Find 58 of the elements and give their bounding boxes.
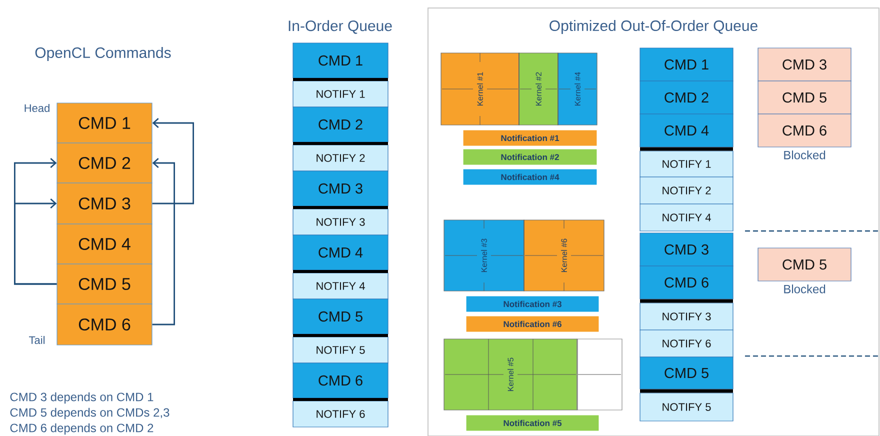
arrow [152,118,194,204]
notification-bar: Notification #2 [462,148,598,166]
notify-cell: NOTIFY 4 [640,204,734,232]
command-cell: CMD 4 [640,114,734,148]
notify-cell: NOTIFY 5 [640,392,734,422]
note-text: CMD 6 depends on CMD 2 [10,423,154,435]
blocked-cell: CMD 5 [758,248,852,282]
end-label: Head [24,104,50,112]
kernel-block: Kernel #1 [440,52,520,126]
status-label: Blocked [784,284,826,294]
blocked-cell: CMD 6 [758,114,852,148]
notification-bar: Notification #6 [466,316,600,332]
notify-cell: NOTIFY 6 [640,330,734,358]
blocked-cell: CMD 3 [758,48,852,82]
notify-cell: NOTIFY 3 [640,302,734,330]
command-cell: CMD 1 [56,102,152,144]
command-cell: CMD 2 [640,80,734,114]
command-cell: CMD 3 [292,170,388,206]
notify-cell: NOTIFY 5 [292,336,388,364]
command-cell: CMD 6 [292,362,388,398]
note-text: CMD 3 depends on CMD 1 [10,392,154,404]
kernel-block: Kernel #6 [524,220,604,292]
notify-cell: NOTIFY 1 [292,80,388,108]
arrow [152,158,175,326]
command-cell: CMD 2 [56,142,152,184]
command-cell: CMD 3 [640,232,734,266]
command-cell: CMD 4 [292,234,388,270]
notify-cell: NOTIFY 1 [640,150,734,178]
notify-cell: NOTIFY 2 [640,176,734,204]
notification-bar: Notification #4 [462,168,598,186]
command-cell: CMD 6 [56,304,152,346]
note-text: CMD 5 depends on CMDs 2,3 [10,408,170,420]
notify-cell: NOTIFY 3 [292,208,388,236]
command-cell: CMD 3 [56,182,152,224]
kernel-block: Kernel #5 [444,338,578,410]
command-cell: CMD 5 [640,356,734,390]
notify-cell: NOTIFY 6 [292,400,388,428]
command-cell: CMD 1 [640,48,734,82]
command-cell: CMD 6 [640,266,734,300]
command-cell: CMD 1 [292,42,388,78]
arrow [14,198,57,285]
command-cell: CMD 4 [56,224,152,264]
notify-cell: NOTIFY 2 [292,144,388,172]
kernel-block: Kernel #2 [518,52,558,126]
notification-bar: Notification #5 [466,414,600,432]
kernel-block: Kernel #4 [558,52,598,126]
status-label: Blocked [784,150,826,160]
kernel-block: Kernel #3 [444,220,524,292]
notification-bar: Notification #1 [462,130,598,146]
heading: OpenCL Commands [35,47,171,61]
end-label: Tail [29,336,45,344]
command-cell: CMD 2 [292,106,388,142]
command-cell: CMD 5 [56,264,152,304]
notification-bar: Notification #3 [466,296,600,312]
blocked-cell: CMD 5 [758,80,852,114]
notify-cell: NOTIFY 4 [292,272,388,300]
empty-slot [576,338,622,410]
command-cell: CMD 5 [292,298,388,334]
